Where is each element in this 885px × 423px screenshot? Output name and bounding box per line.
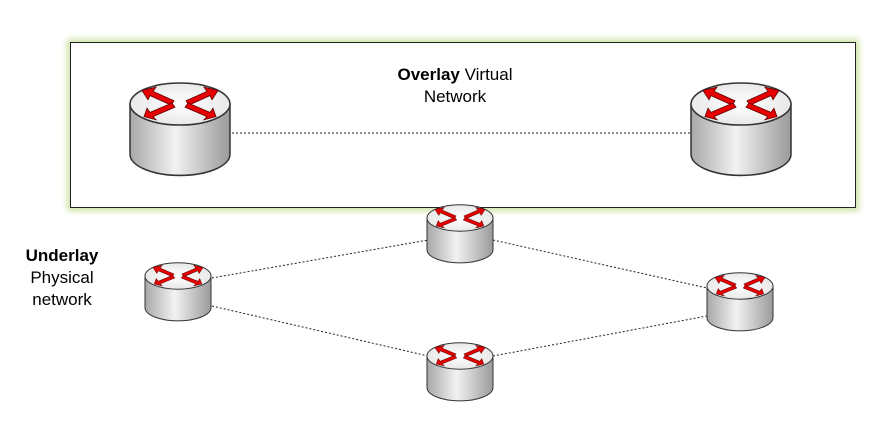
underlay-link (211, 305, 429, 357)
router-icon (690, 82, 792, 177)
underlay-title-line2: Physical (30, 268, 94, 287)
underlay-link (492, 315, 708, 357)
overlay-label: Overlay Virtual Network (340, 64, 570, 108)
router-icon (129, 82, 231, 177)
underlay-link (211, 239, 429, 279)
underlay-title-line3: network (32, 290, 92, 309)
underlay-title-bold: Underlay (25, 246, 99, 265)
router-icon (426, 342, 494, 402)
overlay-title-line2: Network (423, 87, 487, 106)
underlay-links (211, 239, 708, 357)
underlay-label: Underlay Physical network (2, 245, 122, 311)
overlay-title-rest: Virtual (464, 65, 513, 84)
router-icon (144, 262, 212, 322)
router-icon (706, 272, 774, 332)
router-icon (426, 204, 494, 264)
overlay-title-bold: Overlay (397, 65, 460, 84)
underlay-link (492, 239, 708, 289)
